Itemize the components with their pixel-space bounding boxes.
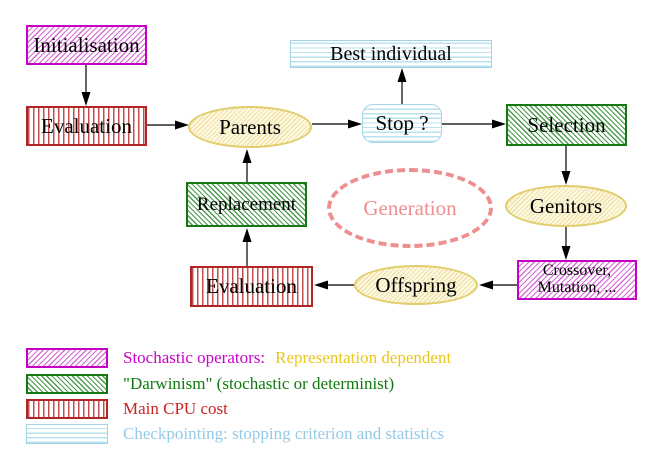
node-generation: Generation xyxy=(327,168,493,248)
legend-label-darwinism: "Darwinism" (stochastic or determinist) xyxy=(123,374,395,393)
arrow-replacement-to-parents xyxy=(242,149,252,182)
node-evaluation-bottom: Evaluation xyxy=(190,266,313,307)
legend-row-checkpointing: Checkpointing: stopping criterion and st… xyxy=(26,424,444,444)
arrow-evaluation-to-parents xyxy=(147,120,189,130)
arrow-genitors-to-crossover xyxy=(561,227,571,260)
legend-swatch-cpu-cost xyxy=(26,399,108,419)
arrow-evaluation-to-replacement xyxy=(242,228,252,266)
node-genitors: Genitors xyxy=(505,185,627,227)
node-crossover-mutation: Crossover, Mutation, ... xyxy=(517,260,637,300)
node-replacement: Replacement xyxy=(186,182,307,227)
crossover-line1: Crossover, xyxy=(542,262,612,280)
node-evaluation-top: Evaluation xyxy=(26,106,147,146)
arrow-parents-to-stop xyxy=(312,119,362,129)
legend-label-checkpointing: Checkpointing: stopping criterion and st… xyxy=(123,424,445,443)
legend-swatch-darwinism xyxy=(26,374,108,394)
arrow-stop-to-best-individual xyxy=(397,68,407,104)
legend-label-cpu-cost: Main CPU cost xyxy=(123,399,228,418)
legend-label-representation-dependent: Representation dependent xyxy=(275,348,452,367)
node-offspring: Offspring xyxy=(354,265,478,305)
legend-row-stochastic: Stochastic operators: Representation dep… xyxy=(26,348,451,368)
crossover-line2: Mutation, ... xyxy=(537,279,617,296)
arrow-initialisation-to-evaluation xyxy=(81,65,91,106)
arrow-selection-to-genitors xyxy=(561,146,571,185)
arrow-offspring-to-evaluation xyxy=(314,280,354,290)
node-parents: Parents xyxy=(188,106,312,148)
legend-swatch-stochastic-operators xyxy=(26,348,108,368)
legend-row-cpu-cost: Main CPU cost xyxy=(26,399,228,419)
legend-swatch-checkpointing xyxy=(26,424,108,444)
arrow-crossover-to-offspring xyxy=(479,280,517,290)
node-initialisation: Initialisation xyxy=(26,25,147,65)
arrow-stop-to-selection xyxy=(442,119,506,129)
node-selection: Selection xyxy=(506,104,627,146)
node-stop: Stop ? xyxy=(362,104,442,143)
node-best-individual: Best individual xyxy=(290,40,492,68)
legend-row-darwinism: "Darwinism" (stochastic or determinist) xyxy=(26,374,394,394)
legend-label-stochastic-operators: Stochastic operators: xyxy=(123,348,266,367)
